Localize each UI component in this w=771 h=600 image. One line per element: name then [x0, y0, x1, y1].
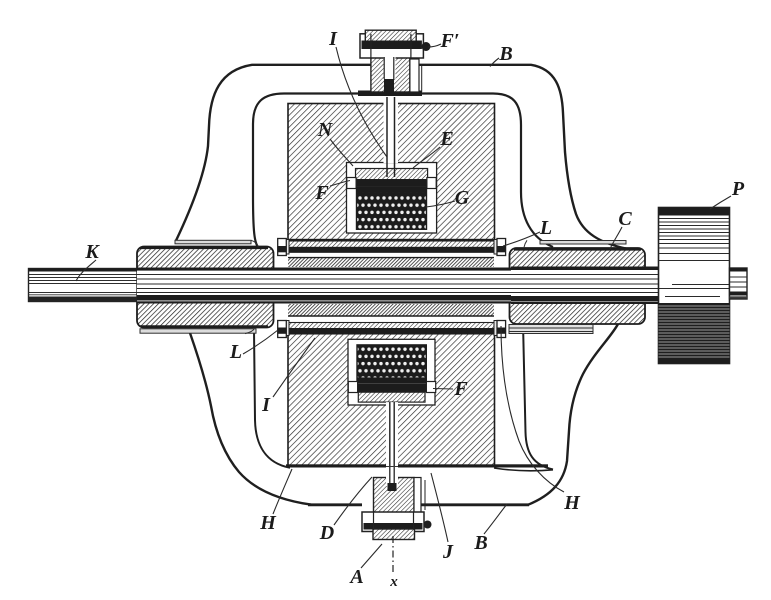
svg-text:F: F [314, 182, 329, 204]
svg-text:A: A [348, 566, 363, 588]
svg-text:P: P [731, 178, 745, 200]
svg-text:B: B [473, 532, 487, 554]
svg-text:L: L [539, 217, 552, 239]
svg-text:J: J [442, 541, 454, 563]
svg-text:E: E [439, 128, 453, 150]
svg-text:B: B [498, 43, 512, 65]
svg-text:x: x [389, 574, 398, 590]
svg-text:F′: F′ [440, 30, 460, 52]
svg-text:G: G [455, 187, 470, 209]
svg-text:D: D [319, 522, 334, 544]
svg-text:H: H [563, 492, 581, 514]
svg-text:I: I [261, 394, 271, 416]
svg-text:L: L [229, 341, 242, 363]
svg-text:F: F [453, 378, 468, 400]
svg-text:C: C [618, 208, 632, 230]
svg-text:H: H [259, 512, 277, 534]
svg-text:I: I [328, 28, 338, 50]
svg-text:N: N [317, 119, 334, 141]
svg-text:K: K [84, 241, 100, 263]
